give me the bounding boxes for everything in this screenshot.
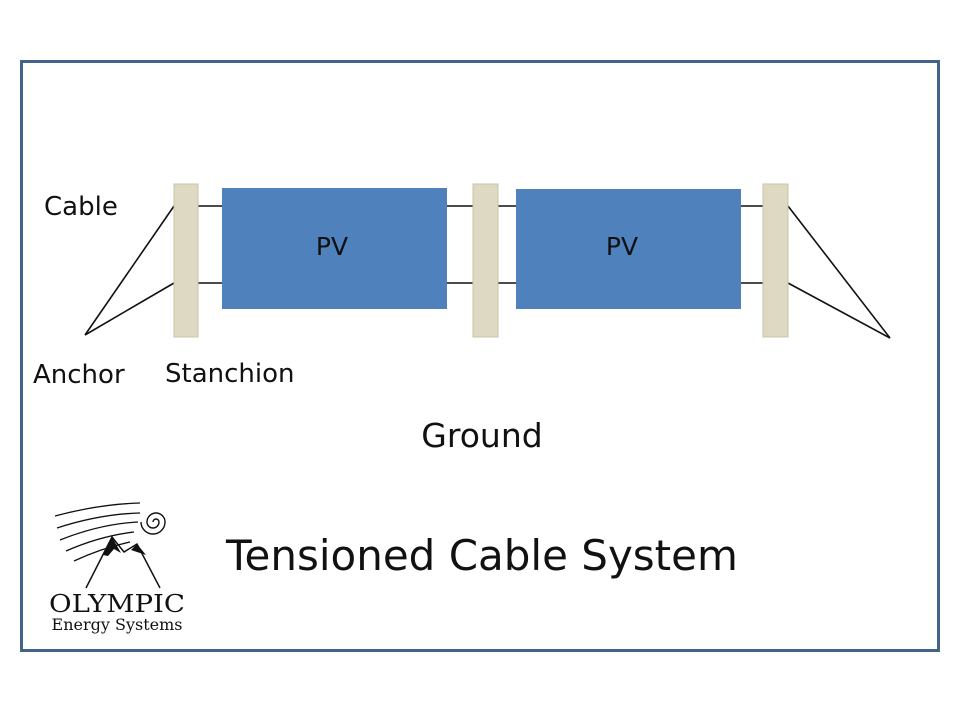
anchor-cable-right-top bbox=[787, 205, 891, 339]
anchor-cable-right-bottom bbox=[787, 282, 891, 339]
ground-label: Ground bbox=[421, 416, 542, 455]
anchor-cable-left-bottom bbox=[84, 282, 175, 336]
pv-label-right: PV bbox=[606, 232, 638, 261]
pv-panel-left bbox=[222, 188, 447, 309]
pv-label-left: PV bbox=[316, 232, 348, 261]
stanchion-left bbox=[173, 183, 199, 338]
logo-spiral bbox=[140, 512, 166, 535]
stanchion-right bbox=[762, 183, 789, 338]
stanchion-label: Stanchion bbox=[165, 359, 295, 389]
diagram-title: Tensioned Cable System bbox=[225, 531, 738, 580]
logo-mountains bbox=[85, 535, 161, 589]
cable-label: Cable bbox=[44, 192, 118, 222]
logo-snowcaps bbox=[103, 537, 146, 556]
diagram-frame bbox=[20, 60, 940, 652]
pv-panel-right bbox=[516, 189, 741, 309]
logo-wind-streaks bbox=[54, 502, 141, 562]
stanchion-middle bbox=[472, 183, 499, 338]
logo-tagline: Energy Systems bbox=[52, 615, 183, 634]
logo-name: OLYMPIC bbox=[49, 590, 185, 618]
anchor-label: Anchor bbox=[33, 360, 125, 390]
olympic-logo: OLYMPIC Energy Systems bbox=[49, 502, 185, 634]
anchor-cable-left-top bbox=[84, 205, 175, 336]
